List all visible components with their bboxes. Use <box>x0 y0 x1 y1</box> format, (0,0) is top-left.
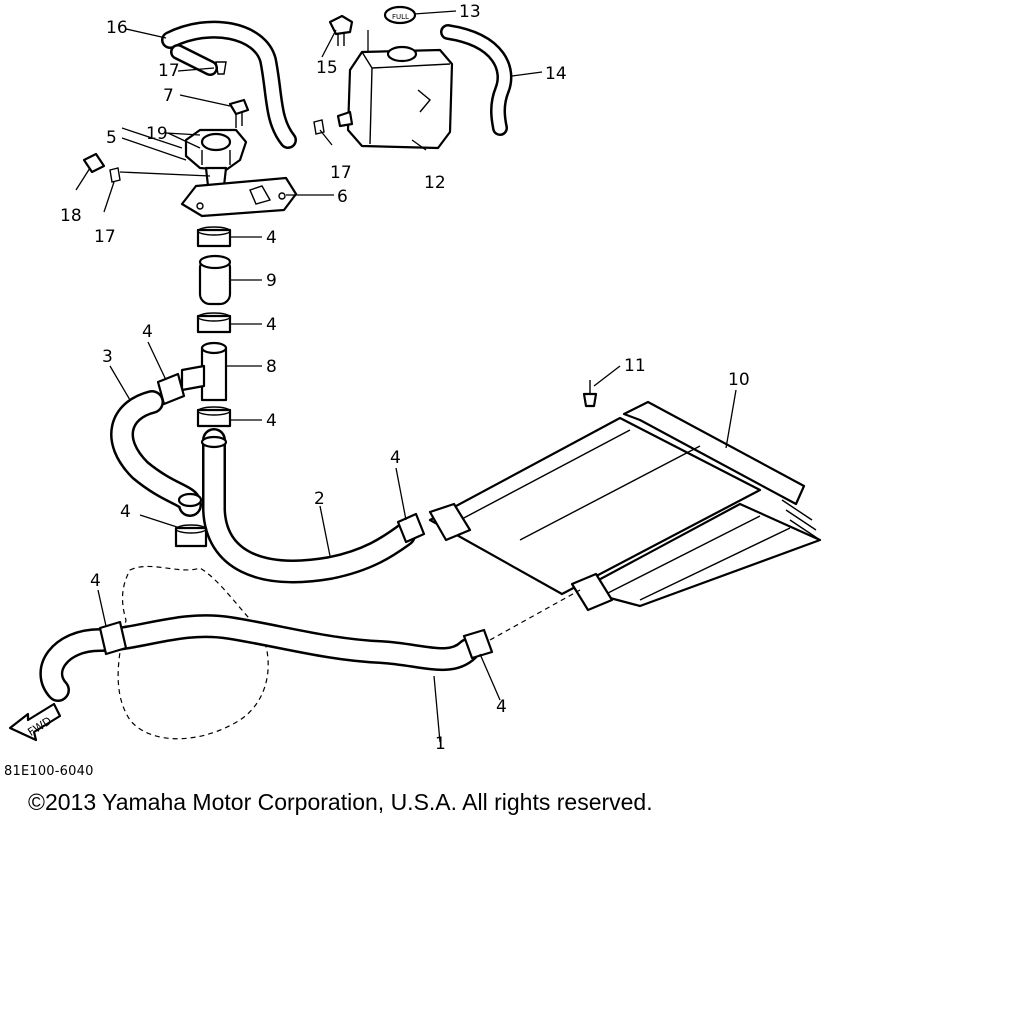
hose-joint-9 <box>198 254 232 306</box>
callout-3: 3 <box>102 347 113 367</box>
hose-clamp-4g <box>98 620 128 656</box>
hose-1 <box>39 614 480 702</box>
callout-17-tank: 17 <box>330 163 352 183</box>
hose-3 <box>110 390 203 517</box>
callout-14: 14 <box>545 64 567 84</box>
thermostat-cover-6 <box>180 176 298 218</box>
breather-hose-16 <box>161 20 297 149</box>
callout-17-left: 17 <box>94 227 116 247</box>
callout-4-hose3: 4 <box>120 502 131 522</box>
hose-clamp-4d <box>196 406 232 428</box>
hose-2 <box>200 428 416 584</box>
callout-4-top: 4 <box>266 228 277 248</box>
hose-clamp-4e <box>396 512 426 544</box>
reservoir-tank-12 <box>336 45 454 150</box>
callout-2: 2 <box>314 489 325 509</box>
hose-clamp-4h <box>462 628 494 660</box>
callout-8: 8 <box>266 357 277 377</box>
callout-4-bottom: 4 <box>496 697 507 717</box>
tank-cap-13: FULL <box>383 5 417 25</box>
pipe-joint-8 <box>180 341 228 402</box>
cooling-system-exploded-diagram: FULL <box>8 2 822 754</box>
heat-exchanger-10 <box>428 400 822 612</box>
callout-13: 13 <box>459 2 481 22</box>
callout-10: 10 <box>728 370 750 390</box>
hose-clamp-4f <box>174 524 208 548</box>
callout-7: 7 <box>163 86 174 106</box>
bolt-15 <box>328 14 354 46</box>
callout-4-left: 4 <box>142 322 153 342</box>
clip-17-tank <box>313 119 325 135</box>
callout-5: 5 <box>106 128 117 148</box>
forward-arrow: FWD <box>8 702 62 742</box>
leader-lines <box>75 10 737 743</box>
callout-4-lower: 4 <box>266 411 277 431</box>
callout-16: 16 <box>106 18 128 38</box>
callout-9: 9 <box>266 271 277 291</box>
thermostat-housing-5 <box>184 128 248 188</box>
callout-17-top: 17 <box>158 61 180 81</box>
copyright-notice: ©2013 Yamaha Motor Corporation, U.S.A. A… <box>28 789 653 815</box>
tank-cap-marking: FULL <box>392 13 409 21</box>
connection-line <box>489 589 581 641</box>
callout-1: 1 <box>435 734 446 754</box>
bleed-bolt-7 <box>228 98 250 128</box>
rivet-11 <box>582 380 598 408</box>
clip-17-top <box>215 61 227 75</box>
callout-19: 19 <box>146 124 168 144</box>
callout-6: 6 <box>337 187 348 207</box>
callout-11: 11 <box>624 356 646 376</box>
hose-clamp-4a <box>196 226 232 248</box>
callout-15: 15 <box>316 58 338 78</box>
callout-numbers: 16 13 15 17 7 14 5 19 17 12 6 18 17 4 9 … <box>60 2 750 754</box>
clip-17-left <box>109 167 121 183</box>
callout-4-mid: 4 <box>266 315 277 335</box>
drawing-code: 81E100-6040 <box>4 764 94 779</box>
overflow-hose-14 <box>440 24 513 136</box>
callout-12: 12 <box>424 173 446 193</box>
hose-clamp-4b <box>196 312 232 334</box>
callout-4-engine: 4 <box>90 571 101 591</box>
engine-outline <box>117 565 269 740</box>
plug-18 <box>82 152 106 174</box>
callout-18: 18 <box>60 206 82 226</box>
callout-4-hx: 4 <box>390 448 401 468</box>
